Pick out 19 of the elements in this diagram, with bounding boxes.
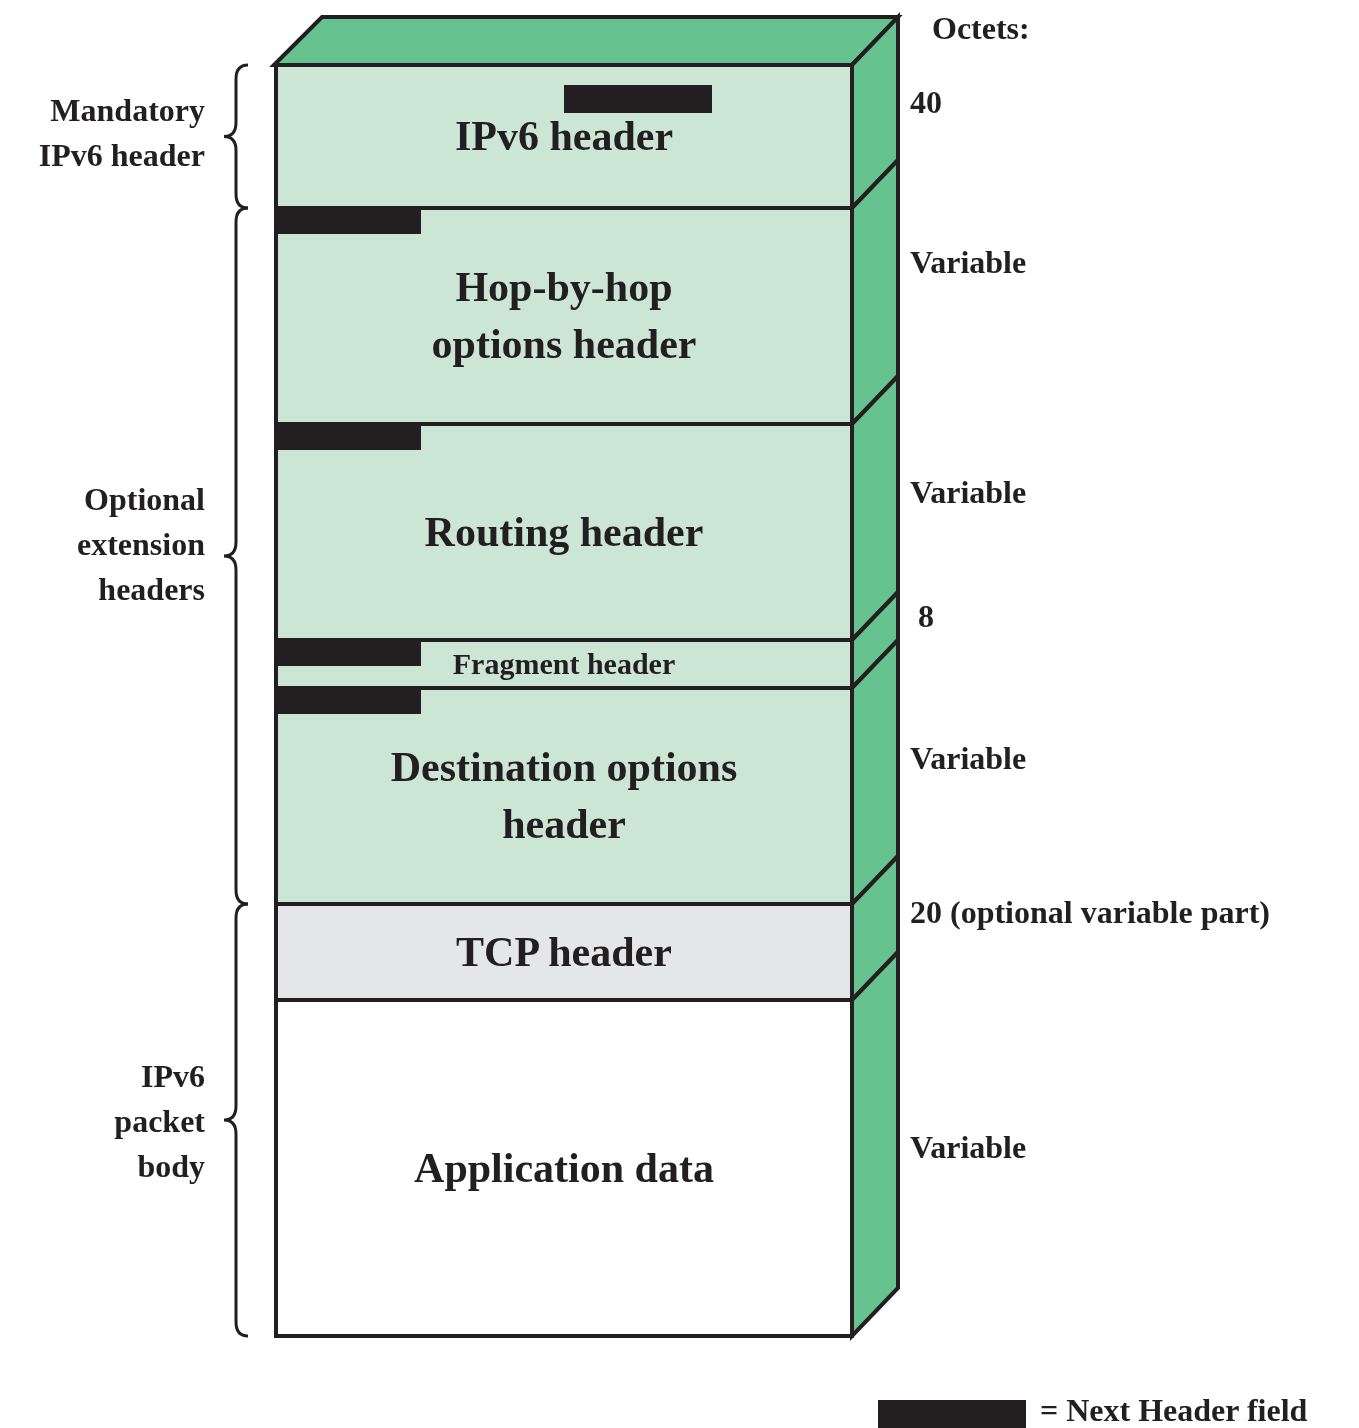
block-label: Application data bbox=[414, 1143, 714, 1193]
block-label: Hop-by-hop options header bbox=[430, 263, 698, 369]
size-label: 8 bbox=[918, 597, 934, 636]
block-label: Destination options header bbox=[389, 743, 739, 849]
block-label: Routing header bbox=[424, 507, 704, 557]
column-heading: Octets: bbox=[932, 9, 1030, 48]
legend-label: = Next Header field bbox=[1040, 1391, 1308, 1428]
size-label: Variable bbox=[910, 473, 1027, 512]
section-label: IPv6 packet body bbox=[113, 1057, 205, 1186]
size-label: 40 bbox=[910, 83, 942, 122]
size-label: Variable bbox=[910, 1128, 1027, 1167]
size-label: Variable bbox=[910, 739, 1027, 778]
section-label: Mandatory IPv6 header bbox=[37, 91, 205, 175]
block-label: IPv6 header bbox=[454, 112, 674, 162]
size-label: 20 (optional variable part) bbox=[910, 893, 1270, 932]
section-label: Optional extension headers bbox=[76, 480, 205, 609]
block-label: TCP header bbox=[456, 927, 672, 977]
size-label: Variable bbox=[910, 243, 1027, 282]
block-label: Fragment header bbox=[452, 645, 676, 682]
